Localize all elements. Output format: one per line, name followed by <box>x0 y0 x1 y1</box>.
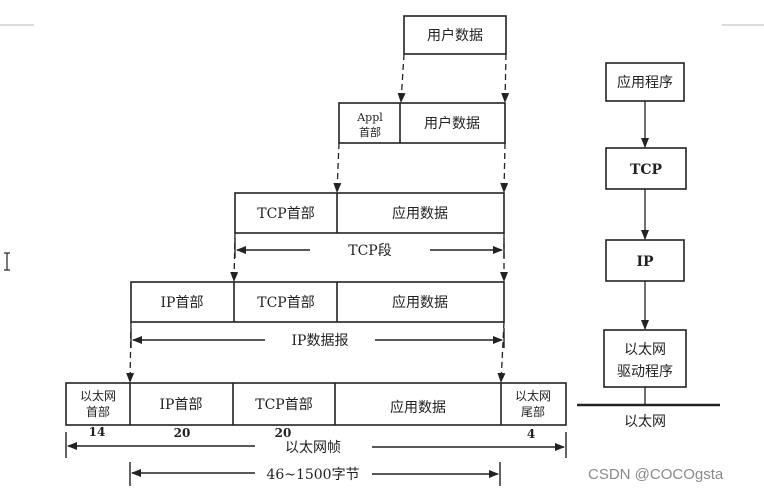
row1-user-data: 用户数据 <box>427 27 483 44</box>
stack-medium-label: 以太网 <box>624 414 666 430</box>
stack-tcp: TCP <box>630 162 663 178</box>
ethernet-frame-row <box>65 382 567 426</box>
row5-eth-trailer-2: 尾部 <box>521 404 545 419</box>
ethernet-frame-label: 以太网帧 <box>285 440 341 456</box>
row2-user-data: 用户数据 <box>424 115 480 132</box>
row4-tcp-header: TCP首部 <box>257 295 314 311</box>
row3-tcp-header: TCP首部 <box>257 206 314 222</box>
user-data-box <box>403 15 507 55</box>
row5-eth-header-2: 首部 <box>86 404 110 419</box>
span-arrows <box>65 238 567 486</box>
size-eth-trailer: 4 <box>527 427 535 441</box>
row4-ip-header: IP首部 <box>161 295 204 311</box>
text-cursor-icon <box>4 252 10 271</box>
row5-eth-trailer-1: 以太网 <box>515 388 551 403</box>
ip-datagram-label: IP数据报 <box>292 333 349 349</box>
row4-app-data: 应用数据 <box>392 294 448 311</box>
stack-driver: 驱动程序 <box>617 364 673 380</box>
app-header-row <box>338 102 506 144</box>
size-tcp-header: 20 <box>275 426 292 440</box>
row2-header: 首部 <box>359 125 381 139</box>
size-ip-header: 20 <box>174 426 191 440</box>
row3-app-data: 应用数据 <box>392 205 448 222</box>
row5-ip-header: IP首部 <box>160 397 203 413</box>
payload-range-label: 46~1500字节 <box>266 467 359 483</box>
row5-tcp-header: TCP首部 <box>255 397 312 413</box>
stack-ip: IP <box>636 254 654 270</box>
stack-application: 应用程序 <box>617 74 673 91</box>
tcp-segment-label: TCP段 <box>348 243 391 259</box>
row2-appl: Appl <box>356 111 383 124</box>
tcp-segment-row <box>234 192 505 234</box>
row5-eth-header-1: 以太网 <box>80 388 116 403</box>
watermark: CSDN @COCOgsta <box>588 466 724 483</box>
ip-datagram-row <box>130 281 505 323</box>
size-eth-header: 14 <box>89 425 106 439</box>
stack-ethernet: 以太网 <box>624 342 666 358</box>
row5-app-data: 应用数据 <box>390 399 446 416</box>
protocol-stack: 应用程序 TCP IP 以太网 驱动程序 以太网 <box>577 62 720 430</box>
